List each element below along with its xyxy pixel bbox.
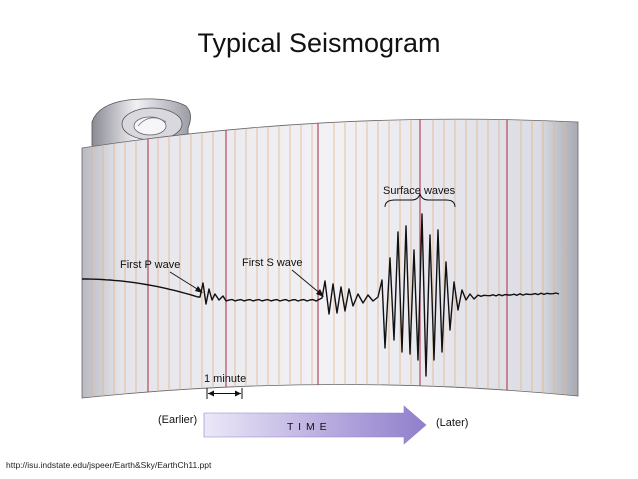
first-p-wave-label: First P wave [120, 259, 180, 271]
surface-waves-label: Surface waves [383, 185, 456, 197]
later-label: (Later) [436, 417, 468, 429]
pointer-arrowhead [316, 289, 324, 297]
one-minute-label: 1 minute [204, 373, 246, 385]
time-label: T I M E [287, 421, 328, 433]
first-s-wave-annotation: First S wave [242, 257, 324, 297]
surface-waves-brace [384, 192, 456, 208]
time-arrow: T I M E [203, 405, 427, 445]
time-arrow-shape [203, 405, 427, 445]
slide-title: Typical Seismogram [197, 28, 441, 58]
scale-arrowhead-left [208, 390, 214, 397]
first-p-wave-annotation: First P wave [120, 259, 203, 293]
seismogram-trace [82, 213, 560, 377]
paper-grid-lines [91, 119, 566, 399]
surface-waves-annotation: Surface waves [383, 185, 456, 208]
paper-roll [91, 98, 191, 149]
scale-arrowhead-right [235, 390, 241, 397]
source-url: http://isu.indstate.edu/jspeer/Earth&Sky… [6, 460, 212, 470]
pointer-arrowhead [195, 286, 203, 293]
one-minute-scale: 1 minute [204, 373, 246, 399]
first-s-wave-label: First S wave [242, 257, 303, 269]
first-s-wave-pointer [291, 269, 323, 296]
earlier-label: (Earlier) [158, 414, 197, 426]
seismogram-paper [81, 118, 579, 399]
